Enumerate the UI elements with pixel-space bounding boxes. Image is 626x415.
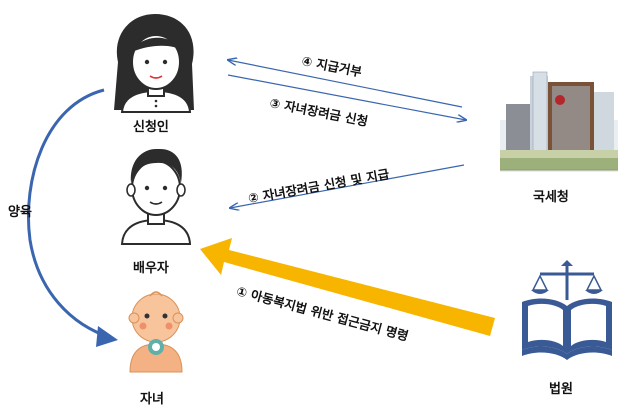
applicant-label: 신청인 [133, 120, 169, 135]
arrow-4-line [228, 60, 463, 108]
upbringing-arrow [26, 88, 118, 347]
spouse-label: 배우자 [133, 261, 169, 276]
upbringing-label: 양육 [8, 205, 32, 220]
arrow-3-line [227, 74, 466, 120]
nts-building-image [500, 71, 618, 172]
child-label: 자녀 [140, 392, 164, 407]
spouse-icon [120, 148, 192, 245]
nts-label: 국세청 [533, 190, 569, 205]
child-icon [128, 291, 184, 373]
arrow-2-line [230, 164, 465, 208]
arrow-1-shape [200, 238, 495, 336]
court-icon [522, 260, 612, 360]
court-label: 법원 [549, 382, 573, 397]
applicant-icon [114, 14, 194, 113]
